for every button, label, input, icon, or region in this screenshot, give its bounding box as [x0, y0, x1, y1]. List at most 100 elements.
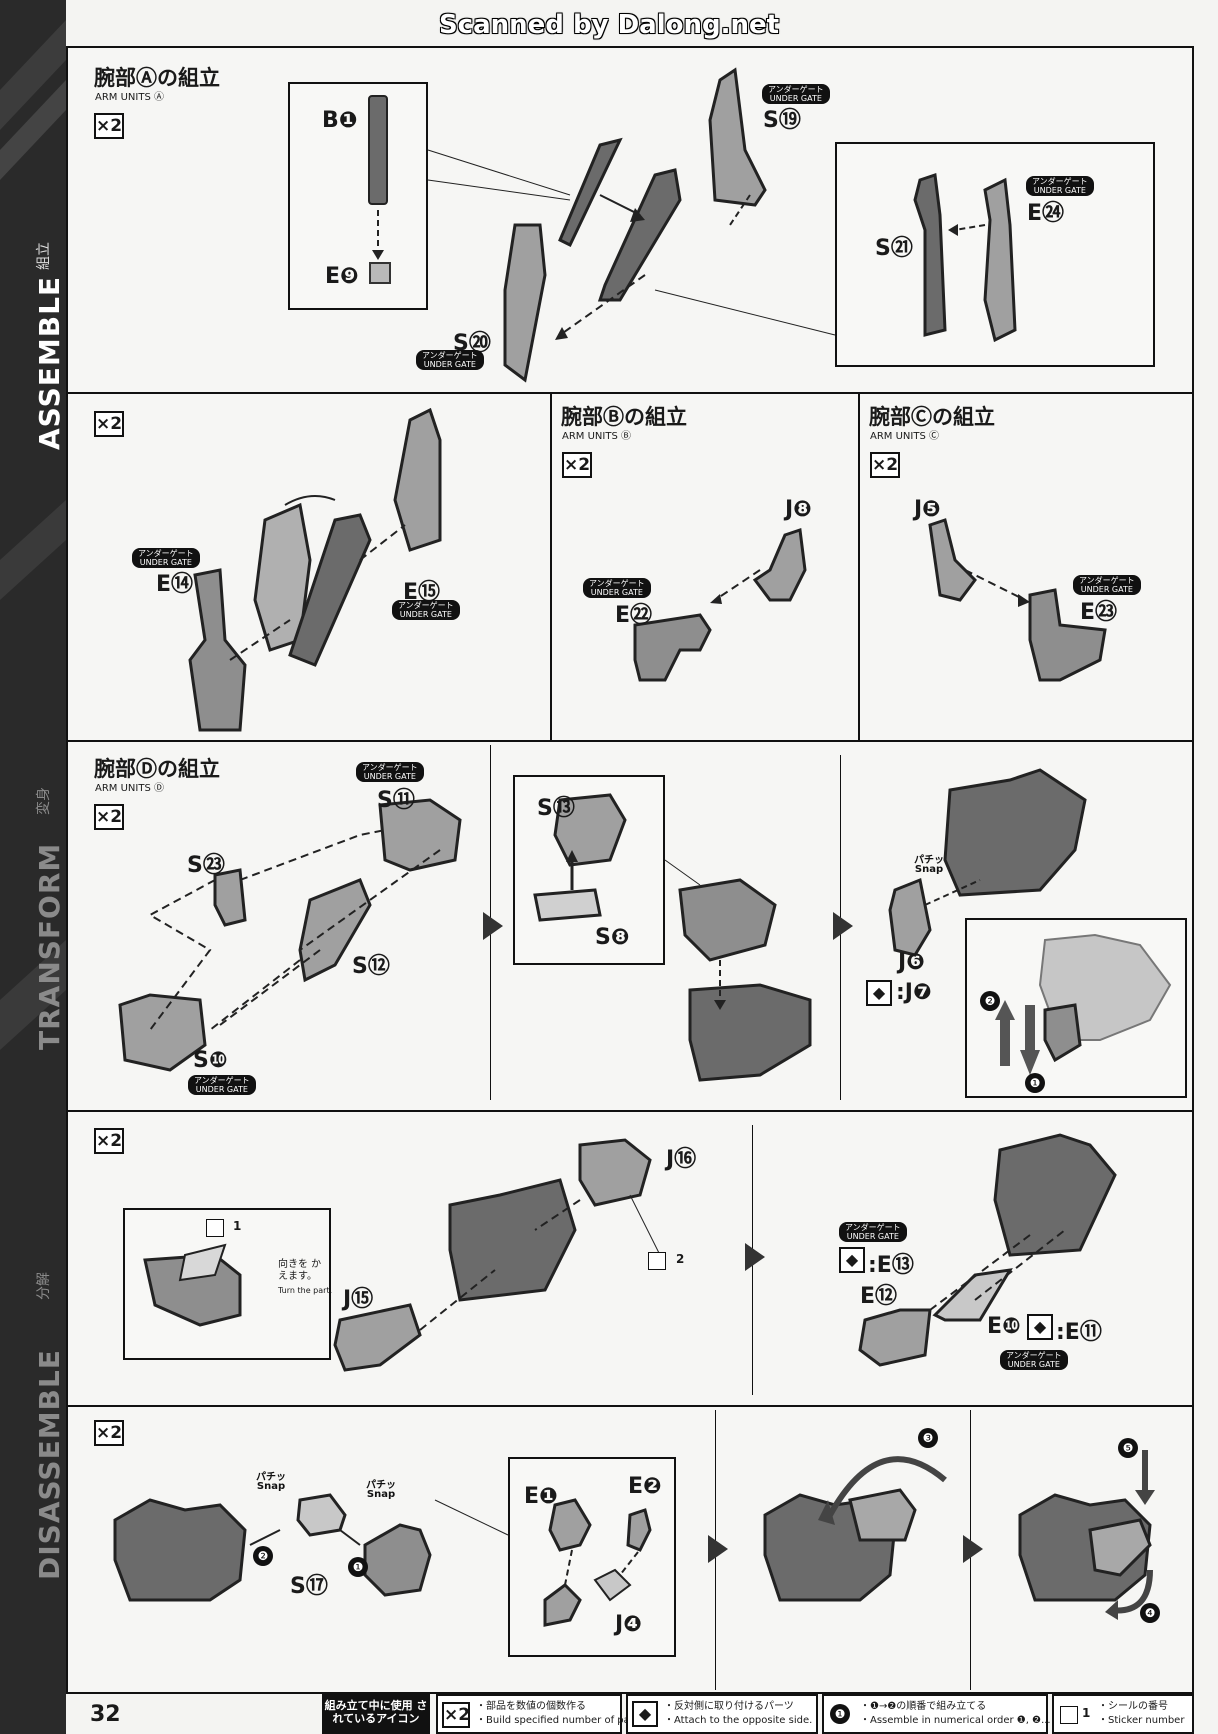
label-j5: J❺ — [914, 497, 941, 522]
arm-d-snap-parts — [888, 768, 1087, 957]
next-step-arrow — [708, 1535, 728, 1563]
scan-credit: Scanned by Dalong.net — [438, 10, 780, 40]
legend-sticker-jp: ・シールの番号 — [1098, 1701, 1168, 1712]
label-j8: J❽ — [785, 497, 812, 522]
order-2: ❷ — [253, 1545, 273, 1566]
legend-item-sticker: 1 ・シールの番号 ・Sticker number — [1052, 1694, 1194, 1734]
legend-order-en: ・Assemble in numerical order ❶, ❷... — [860, 1715, 1051, 1726]
multiplier-badge: ×2 — [94, 1128, 124, 1154]
label-s8: S❽ — [595, 925, 630, 950]
arm-c-parts — [928, 518, 1107, 682]
order-5: ❺ — [1118, 1437, 1138, 1458]
order-4: ❹ — [1140, 1602, 1160, 1623]
row-divider — [66, 392, 1194, 394]
col-divider — [858, 392, 860, 740]
sticker-icon — [206, 1219, 224, 1237]
row-divider — [66, 740, 1194, 742]
col-divider — [550, 392, 552, 740]
inset-e1-e2-j4 — [508, 1457, 676, 1657]
legend-multiplier-jp: ・部品を数値の個数作る — [476, 1701, 586, 1712]
inset-order-parts — [995, 933, 1172, 1075]
sidebar: ASSEMBLE 組立 TRANSFORM 変身 DISASSEMBLE 分解 — [0, 0, 66, 1734]
legend-title: 組み立て中に使用 されているアイコン — [322, 1694, 430, 1734]
opposite-side-icon: ◆ — [866, 980, 892, 1006]
legend-sticker-en: ・Sticker number — [1098, 1715, 1185, 1726]
next-step-arrow — [745, 1243, 765, 1271]
label-e11: :E⑪ — [1056, 1320, 1102, 1345]
legend-item-order: ❶ ・❶→❷の順番で組み立てる ・Assemble in numerical o… — [822, 1694, 1051, 1734]
label-e24: E㉔ — [1027, 201, 1065, 226]
label-j6: J❻ — [898, 950, 925, 975]
order-2: ❷ — [980, 990, 1000, 1011]
legend-item-opposite: ◆ ・反対側に取り付けるパーツ ・Attach to the opposite … — [626, 1694, 818, 1734]
multiplier-badge: ×2 — [94, 113, 124, 139]
sidebar-disassemble-jp: 分解 — [36, 1272, 52, 1300]
step-title-arm-b: 腕部Ⓑの組立 — [561, 405, 687, 429]
row5-step3-parts — [763, 1456, 947, 1602]
legend-sticker-number: 1 — [1082, 1706, 1091, 1720]
row-divider — [66, 1405, 1194, 1407]
legend-sticker-icon — [1060, 1706, 1078, 1724]
part-e9 — [369, 262, 391, 284]
inset-s13-parts — [533, 793, 812, 1082]
sticker-number-1: 1 — [233, 1219, 242, 1233]
inset-sticker-parts — [143, 1138, 661, 1372]
label-s13: S⑬ — [537, 796, 575, 821]
label-s23: S㉓ — [187, 853, 225, 878]
next-step-arrow — [963, 1535, 983, 1563]
inset-e1-parts — [434, 1498, 652, 1627]
label-s11: S⑪ — [377, 788, 415, 813]
label-e22: E㉒ — [615, 603, 653, 628]
label-s19: S⑲ — [763, 108, 801, 133]
label-s10: S❿ — [193, 1048, 228, 1073]
label-e12: E⑫ — [860, 1284, 898, 1309]
inset-s21-parts — [913, 172, 1017, 343]
order-1: ❶ — [348, 1556, 368, 1577]
step-title-arm-a: 腕部Ⓐの組立 — [94, 66, 220, 90]
scan-header — [0, 0, 1218, 46]
label-e10: E❿ — [987, 1314, 1021, 1339]
legend-order-jp: ・❶→❷の順番で組み立てる — [860, 1701, 987, 1712]
arm-b-parts — [633, 527, 807, 682]
label-s12: S⑫ — [352, 954, 390, 979]
legend-multiplier-en: ・Build specified number of parts. — [476, 1715, 647, 1726]
multiplier-badge: ×2 — [870, 452, 900, 478]
legend-opposite-en: ・Attach to the opposite side. — [664, 1715, 813, 1726]
next-step-arrow — [833, 912, 853, 940]
sidebar-disassemble: DISASSEMBLE — [33, 1349, 66, 1580]
sidebar-assemble: ASSEMBLE — [33, 275, 66, 450]
row-divider — [66, 1110, 1194, 1112]
arm-a-parts — [503, 67, 836, 383]
legend-opposite-jp: ・反対側に取り付けるパーツ — [664, 1701, 794, 1712]
multiplier-badge: ×2 — [94, 1420, 124, 1446]
multiplier-badge: ×2 — [94, 804, 124, 830]
order-3: ❸ — [918, 1427, 938, 1448]
label-j15: J⑮ — [343, 1287, 374, 1312]
label-s21: S㉑ — [875, 236, 913, 261]
opposite-side-icon: ◆ — [1027, 1314, 1053, 1340]
part-b1 — [368, 95, 388, 205]
multiplier-badge: ×2 — [94, 411, 124, 437]
label-e9: E❾ — [325, 264, 359, 289]
turn-note-en: Turn the part. — [278, 1286, 333, 1295]
label-b1: B❶ — [322, 108, 358, 133]
label-j16: J⑯ — [666, 1147, 697, 1172]
sidebar-transform: TRANSFORM — [33, 842, 66, 1050]
label-e1: E❶ — [524, 1484, 558, 1509]
multiplier-badge: ×2 — [562, 452, 592, 478]
step-subtitle-arm-c: ARM UNITS Ⓒ — [870, 431, 939, 442]
inset-b1-arrows — [372, 149, 571, 260]
sidebar-assemble-jp: 組立 — [36, 242, 52, 270]
legend-opposite-icon: ◆ — [632, 1701, 658, 1727]
